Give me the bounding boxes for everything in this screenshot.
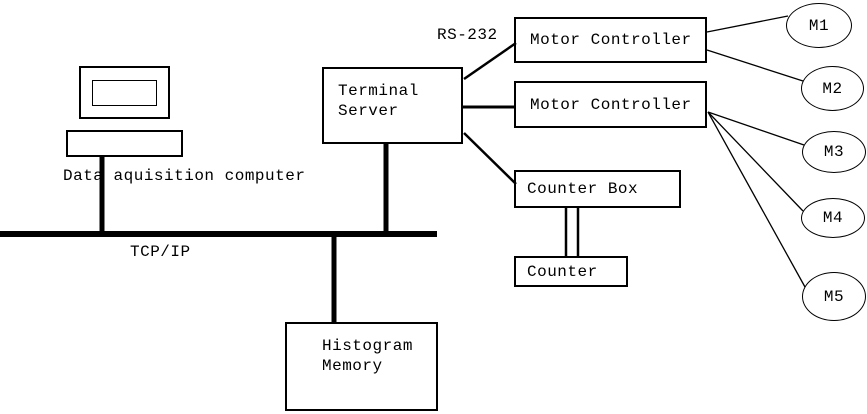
edge-motor-controller-2-to-m5 [707, 111, 806, 288]
rs232-edge-label: RS-232 [437, 26, 498, 44]
node-counter-box: Counter Box [514, 170, 681, 208]
terminal-server-label: Terminal Server [338, 82, 419, 120]
edge-motor-controller-2-to-m3 [707, 111, 805, 146]
edge-terminal-server-to-counter-box [463, 132, 517, 185]
motor-m3-label: M3 [823, 143, 845, 161]
node-counter: Counter [514, 256, 628, 287]
node-motor-m2: M2 [801, 66, 864, 111]
node-motor-controller-2: Motor Controller [514, 81, 707, 128]
node-terminal-server: Terminal Server [322, 67, 463, 144]
edge-terminal-server-to-motor-controller-1 [463, 41, 517, 81]
motor-m5-label: M5 [823, 287, 845, 306]
tcpip-bus-label: TCP/IP [130, 243, 191, 261]
node-motor-m1: M1 [786, 3, 852, 48]
monitor-screen-icon [92, 80, 157, 106]
keyboard-icon [66, 130, 183, 157]
motor-m4-label: M4 [822, 209, 844, 227]
edge-motor-controller-2-to-m4 [707, 111, 804, 212]
motor-controller-2-label: Motor Controller [530, 95, 692, 114]
node-motor-controller-1: Motor Controller [514, 17, 707, 63]
motor-controller-1-label: Motor Controller [530, 31, 692, 49]
motor-m1-label: M1 [808, 16, 830, 35]
node-motor-m5: M5 [802, 272, 866, 321]
node-motor-m3: M3 [802, 131, 866, 173]
motor-m2-label: M2 [822, 79, 843, 98]
edge-motor-controller-1-to-m2 [706, 49, 804, 82]
counter-label: Counter [527, 262, 598, 281]
edge-motor-controller-1-to-m1 [706, 15, 789, 33]
histogram-memory-label: Histogram Memory [322, 337, 413, 375]
counter-box-label: Counter Box [527, 180, 639, 198]
node-motor-m4: M4 [801, 198, 865, 238]
data-acquisition-computer-label: Data aquisition computer [63, 167, 306, 185]
node-histogram-memory: Histogram Memory [285, 322, 438, 411]
